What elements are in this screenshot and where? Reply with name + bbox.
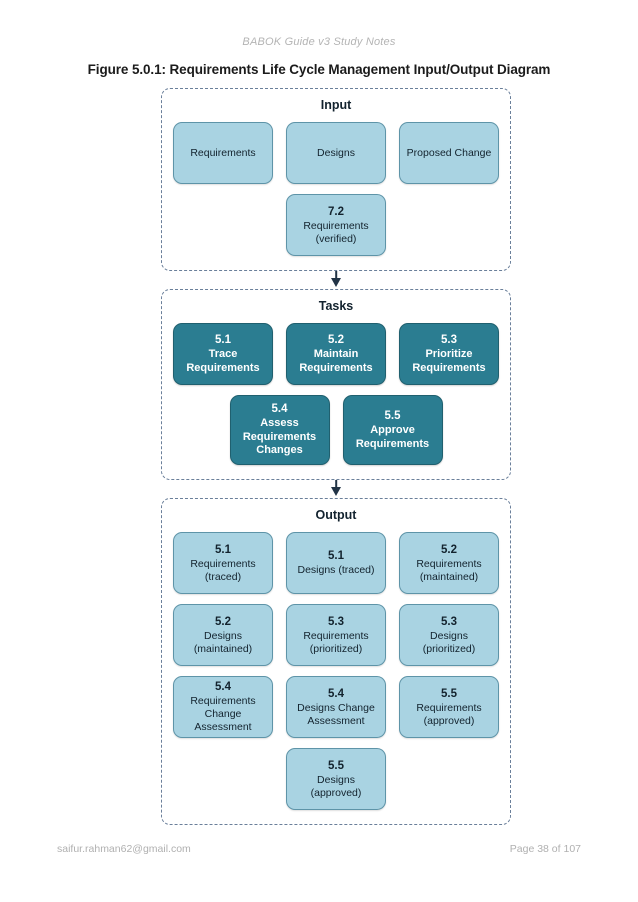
node-number: 5.1 <box>215 543 231 556</box>
node-label: Requirements (maintained) <box>416 557 482 583</box>
node-label: Maintain Requirements <box>299 348 373 374</box>
node-number: 5.5 <box>328 759 344 772</box>
node-label: Proposed Change <box>406 146 492 159</box>
node-label: Designs (traced) <box>297 564 375 577</box>
node-row: Requirements Designs Proposed Change <box>162 122 510 184</box>
node-number: 5.2 <box>441 543 457 556</box>
footer-email: saifur.rahman62@gmail.com <box>57 843 191 855</box>
node-number: 5.4 <box>328 687 344 700</box>
page-footer: saifur.rahman62@gmail.com Page 38 of 107 <box>57 843 581 855</box>
node-number: 5.1 <box>328 550 344 563</box>
node-number: 5.3 <box>441 615 457 628</box>
node-number: 5.5 <box>384 410 401 423</box>
footer-page-number: Page 38 of 107 <box>509 843 581 855</box>
diagram-node[interactable]: Requirements <box>173 122 273 184</box>
node-label: Requirements (approved) <box>416 701 482 727</box>
node-number: 7.2 <box>328 205 344 218</box>
document-header: BABOK Guide v3 Study Notes <box>242 36 396 48</box>
node-number: 5.3 <box>441 334 457 347</box>
node-label: Assess Requirements Changes <box>242 417 317 457</box>
node-label: Designs (approved) <box>310 773 362 799</box>
node-label: Requirements <box>190 146 256 159</box>
node-number: 5.3 <box>328 615 344 628</box>
section-title: Output <box>315 508 357 522</box>
node-label: Designs Change Assessment <box>297 701 375 727</box>
node-number: 5.4 <box>271 403 288 416</box>
figure-title: Figure 5.0.1: Requirements Life Cycle Ma… <box>87 62 551 77</box>
node-label: Designs <box>317 146 355 159</box>
node-label: Requirements Change Assessment <box>190 695 256 733</box>
node-label: Requirements (traced) <box>190 557 256 583</box>
diagram-node[interactable]: Designs <box>286 122 386 184</box>
node-label: Requirements (verified) <box>303 219 369 245</box>
flow-arrow-connector <box>161 271 511 289</box>
diagram-node[interactable]: Proposed Change <box>399 122 499 184</box>
node-label: Prioritize Requirements <box>412 348 486 374</box>
node-number: 5.2 <box>328 334 344 347</box>
node-label: Designs (maintained) <box>193 629 253 655</box>
node-number: 5.2 <box>215 615 231 628</box>
node-label: Trace Requirements <box>186 348 260 374</box>
down-arrow-icon <box>330 271 342 289</box>
node-label: Requirements (prioritized) <box>303 629 369 655</box>
node-number: 5.1 <box>215 334 231 347</box>
section-title: Tasks <box>318 299 354 313</box>
section-title: Input <box>320 98 352 112</box>
node-number: 5.4 <box>215 681 231 694</box>
node-label: Designs (prioritized) <box>422 629 476 655</box>
flow-arrow-connector <box>161 480 511 498</box>
node-number: 5.5 <box>441 687 457 700</box>
down-arrow-icon <box>330 480 342 498</box>
node-label: Approve Requirements <box>355 424 430 450</box>
